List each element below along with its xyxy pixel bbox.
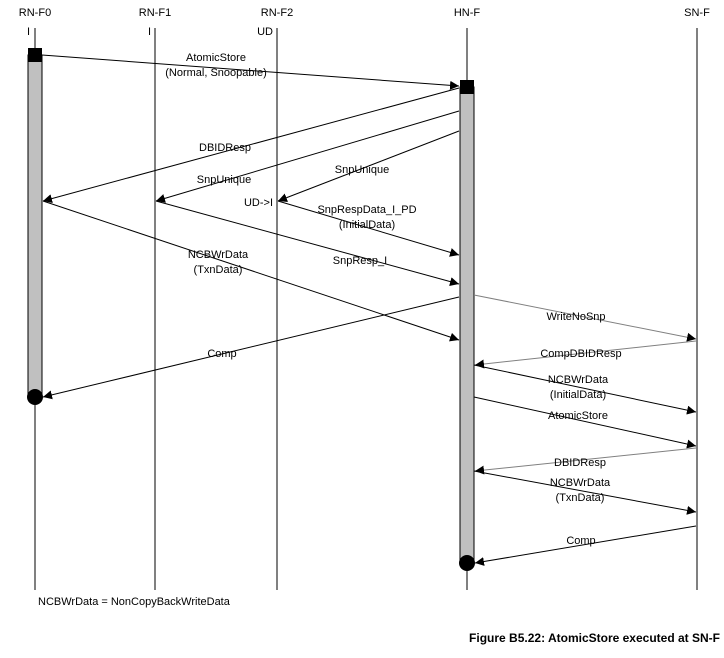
lane-title-rnf2: RN-F2 <box>261 7 293 19</box>
msg-snp-resp-data-arrow <box>277 200 460 257</box>
msg-ncbwrdata-txn-sn-arrow <box>473 470 697 515</box>
msg-atomic-store-sn-arrow <box>473 396 697 449</box>
msg-dbid-resp-sn-label: DBIDResp <box>554 457 606 469</box>
msg-snp-unique-f2-label: SnpUnique <box>335 164 389 176</box>
msg-ncbwrdata-initial-label-2: (InitialData) <box>550 389 606 401</box>
msg-ncbwrdata-initial-arrow <box>473 364 697 415</box>
msg-comp-sn-arrow <box>474 525 697 566</box>
msg-atomic-store-label-2: (Normal, Snoopable) <box>165 67 267 79</box>
msg-atomic-store-label-1: AtomicStore <box>186 52 246 64</box>
lane-state-rnf1: I <box>148 26 151 38</box>
msg-snp-resp-data-label-2: (InitialData) <box>339 219 395 231</box>
msg-comp-rn-arrow <box>42 296 460 400</box>
activation-end-hnf <box>459 555 475 571</box>
activation-bar-hnf <box>459 86 475 563</box>
msg-write-no-snp-arrow <box>473 294 697 342</box>
msg-ncbwrdata-txn-sn-label-1: NCBWrData <box>550 477 611 489</box>
footnote: NCBWrData = NonCopyBackWriteData <box>38 596 231 608</box>
msg-snp-resp-i-arrow <box>155 200 460 286</box>
msg-snp-unique-f1-label: SnpUnique <box>197 174 251 186</box>
msg-ncbwrdata-txn-sn-label-2: (TxnData) <box>556 492 605 504</box>
msg-comp-rn-label: Comp <box>207 348 236 360</box>
msg-dbid-resp-label: DBIDResp <box>199 142 251 154</box>
msg-ncbwrdata-txn-label-2: (TxnData) <box>194 264 243 276</box>
msg-comp-dbid-resp-label: CompDBIDResp <box>540 348 621 360</box>
figure-caption: Figure B5.22: AtomicStore executed at SN… <box>469 631 720 645</box>
msg-dbid-resp-arrow <box>42 87 460 203</box>
msg-atomic-store-sn-label: AtomicStore <box>548 410 608 422</box>
msg-comp-sn-label: Comp <box>566 535 595 547</box>
activation-end-rnf0 <box>27 389 43 405</box>
lane-title-rnf0: RN-F0 <box>19 7 51 19</box>
msg-comp-dbid-resp-arrow <box>474 340 697 369</box>
msg-snp-unique-f2-arrow <box>277 130 460 202</box>
msg-snp-resp-data-label-1: SnpRespData_I_PD <box>317 204 416 216</box>
msg-ncbwrdata-txn-label-1: NCBWrData <box>188 249 249 261</box>
msg-ncbwrdata-initial-label-1: NCBWrData <box>548 374 609 386</box>
msg-atomic-store-arrow <box>41 54 460 90</box>
lane-title-hnf: HN-F <box>454 7 481 19</box>
msg-write-no-snp-label: WriteNoSnp <box>546 311 605 323</box>
activation-start-hnf <box>460 80 474 94</box>
lane-state-rnf2: UD <box>257 26 273 38</box>
lane-state-rnf0: I <box>27 26 30 38</box>
msg-snp-resp-i-label: SnpResp_I <box>333 255 387 267</box>
state-transition-label: UD->I <box>244 197 273 209</box>
lane-title-snf: SN-F <box>684 7 710 19</box>
activation-start-rnf0 <box>28 48 42 62</box>
msg-snp-unique-f1-arrow <box>155 110 460 203</box>
msg-ncbwrdata-txn-arrow <box>42 200 460 342</box>
msg-dbid-resp-sn-arrow <box>474 447 697 475</box>
activation-bar-rnf0 <box>27 54 43 396</box>
lane-title-rnf1: RN-F1 <box>139 7 171 19</box>
